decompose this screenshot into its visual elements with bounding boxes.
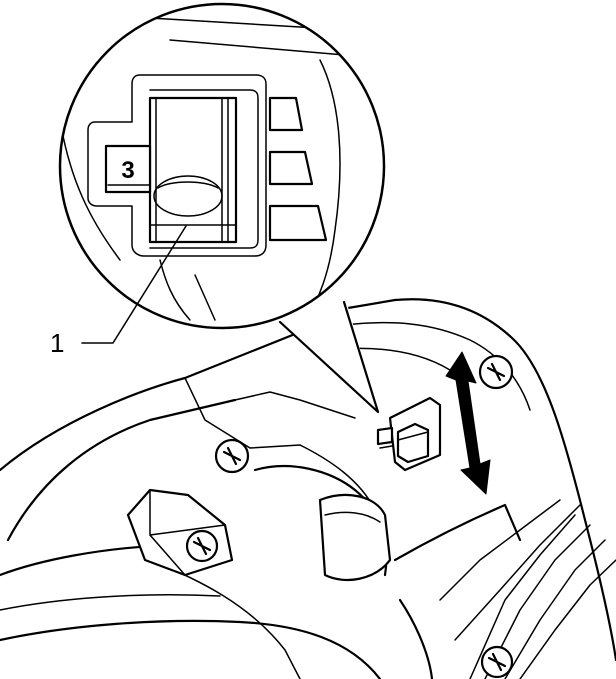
screw-knob <box>185 529 219 563</box>
tool-body <box>0 298 616 679</box>
screw-left <box>214 438 250 474</box>
screw-top-right <box>478 354 514 390</box>
callout-number: 1 <box>50 328 64 358</box>
callout-leader <box>81 225 187 344</box>
mode-switch <box>376 396 442 472</box>
magnifier-pointer <box>280 300 378 412</box>
magnifier-circle: 3 <box>58 2 386 330</box>
mode-label: 3 <box>121 157 134 184</box>
screw-bottom <box>480 645 514 679</box>
double-arrow-icon <box>445 351 491 495</box>
